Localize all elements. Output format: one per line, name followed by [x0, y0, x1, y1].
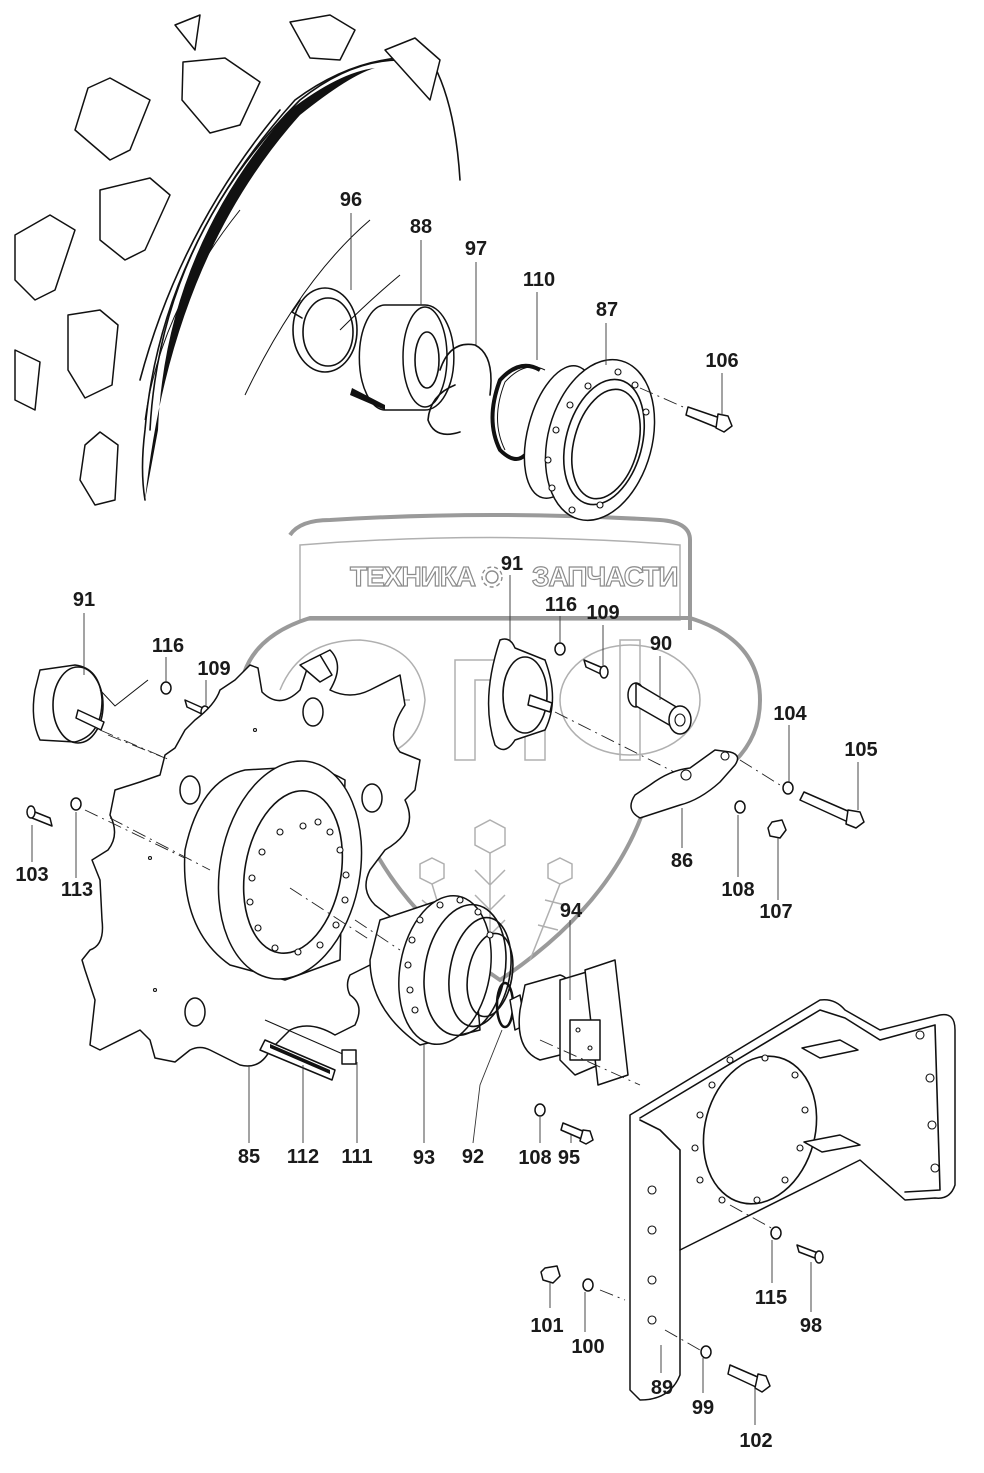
callout-92[interactable]: 92 [462, 1146, 484, 1168]
drum-padfoot [14, 14, 461, 506]
callout-88[interactable]: 88 [410, 216, 432, 238]
watermark-shield-frame [288, 513, 692, 630]
callout-116-center[interactable]: 116 [545, 594, 577, 616]
nut-101 [540, 1265, 561, 1284]
callout-101[interactable]: 101 [530, 1315, 563, 1337]
bolt-95 [560, 1122, 594, 1145]
snap-ring-96 [291, 287, 358, 373]
callout-99[interactable]: 99 [692, 1397, 714, 1419]
planetary-drive-93 [369, 894, 514, 1046]
bolt-102 [727, 1364, 771, 1393]
callout-93[interactable]: 93 [413, 1147, 435, 1169]
callout-89[interactable]: 89 [651, 1377, 673, 1399]
callout-107[interactable]: 107 [759, 901, 792, 923]
washer-104 [782, 781, 794, 795]
key-112 [259, 1039, 336, 1081]
callout-109-left[interactable]: 109 [197, 658, 230, 680]
callout-115[interactable]: 115 [755, 1287, 787, 1309]
nut-116-center [554, 642, 566, 656]
nut-116-left [160, 681, 172, 695]
hub-flange-87 [523, 358, 656, 522]
mounting-bracket-89 [629, 998, 956, 1401]
callout-104[interactable]: 104 [773, 703, 807, 725]
spacer-pin-90 [627, 682, 692, 735]
watermark: ТЕХНИКА ЗАПЧАСТИ [237, 513, 763, 983]
callout-91-center[interactable]: 91 [501, 553, 523, 575]
nut-107 [767, 819, 787, 839]
screw-98 [796, 1244, 824, 1264]
callout-90[interactable]: 90 [650, 633, 672, 655]
callout-103[interactable]: 103 [15, 864, 48, 886]
link-plate-86 [630, 749, 781, 819]
callout-91-left[interactable]: 91 [73, 589, 95, 611]
bolt-106 [639, 387, 733, 433]
o-ring-110 [490, 363, 546, 461]
washer-108-bottom [534, 1103, 546, 1117]
callout-113[interactable]: 113 [61, 879, 93, 901]
callout-106[interactable]: 106 [705, 350, 738, 372]
key-block-111 [264, 1019, 357, 1065]
callout-86[interactable]: 86 [671, 850, 693, 872]
bolt-105 [799, 791, 865, 829]
callout-94[interactable]: 94 [560, 900, 583, 922]
callout-116-left[interactable]: 116 [152, 635, 184, 657]
rubber-mount-91-left [32, 664, 171, 761]
callout-102[interactable]: 102 [739, 1430, 772, 1452]
callout-97[interactable]: 97 [465, 238, 487, 260]
washer-99 [700, 1345, 712, 1359]
callout-111[interactable]: 111 [341, 1146, 372, 1168]
washer-100 [582, 1278, 594, 1292]
screw-103 [26, 805, 53, 827]
hydraulic-motor-94 [509, 959, 629, 1086]
washer-113 [70, 797, 82, 811]
bearing-88 [350, 304, 455, 411]
screw-109-center [583, 659, 609, 679]
callout-110[interactable]: 110 [523, 269, 555, 291]
callout-87[interactable]: 87 [596, 299, 618, 321]
callout-108-top[interactable]: 108 [721, 879, 754, 901]
washer-108-top [734, 800, 746, 814]
callout-109-center[interactable]: 109 [586, 602, 619, 624]
drum-adapter-ring [183, 760, 363, 981]
washer-115 [770, 1226, 782, 1240]
callout-100[interactable]: 100 [571, 1336, 604, 1358]
split-ring-97 [427, 343, 492, 436]
callout-112[interactable]: 112 [287, 1146, 319, 1168]
callout-85[interactable]: 85 [238, 1146, 260, 1168]
watermark-right-word: ЗАПЧАСТИ [532, 561, 677, 592]
callout-95[interactable]: 95 [558, 1147, 580, 1169]
watermark-left-word: ТЕХНИКА [350, 561, 476, 592]
callout-108-bottom[interactable]: 108 [518, 1147, 551, 1169]
callout-96[interactable]: 96 [340, 189, 362, 211]
callouts: 96 88 97 110 87 106 91 116 109 91 116 10… [15, 189, 877, 1452]
gear-icon [481, 566, 503, 588]
rubber-mount-91-center [487, 638, 691, 781]
callout-105[interactable]: 105 [844, 739, 877, 761]
callout-98[interactable]: 98 [800, 1315, 822, 1337]
